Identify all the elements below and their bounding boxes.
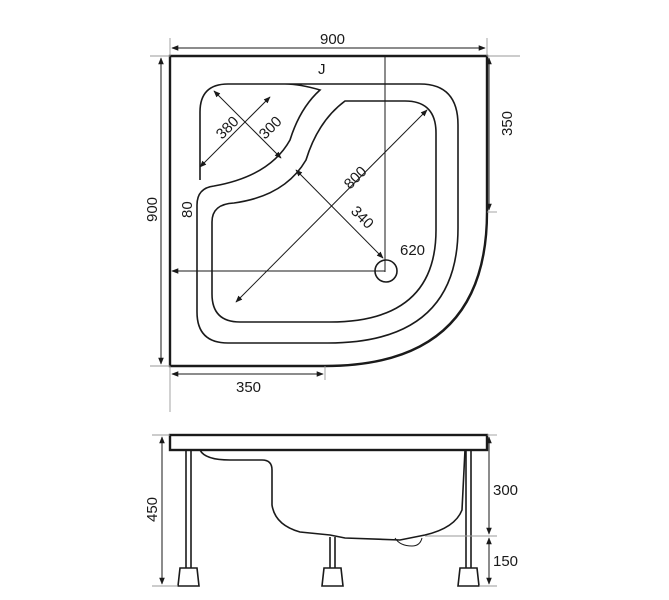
- side-view: 450 300 150: [144, 433, 518, 587]
- total-height-label: 450: [144, 497, 161, 522]
- width-label: 900: [320, 31, 345, 48]
- height-label: 900: [144, 197, 161, 222]
- tray-bottom-bump: [394, 537, 423, 547]
- bottom-leg-label: 350: [236, 379, 261, 396]
- leg-left: [177, 450, 200, 587]
- tray-body-profile: [199, 449, 466, 541]
- inner-diagonal-line: [295, 169, 384, 259]
- inner-diagonal-label: 340: [347, 203, 377, 233]
- tub-rim-edge: [196, 83, 459, 344]
- drain-label: 620: [400, 242, 425, 259]
- right-leg-label: 350: [499, 111, 516, 136]
- seat-outer-label: 380: [213, 113, 243, 143]
- tray-rim: [168, 433, 489, 452]
- seat-inner-label: 300: [256, 113, 286, 143]
- leg-height-label: 150: [493, 553, 518, 570]
- tray-depth-label: 300: [493, 482, 518, 499]
- leg-center: [321, 537, 344, 587]
- corner-mark: J: [318, 61, 326, 78]
- seat-inner-dimension-line: [213, 90, 282, 159]
- tub-outer-outline: [168, 54, 489, 368]
- plan-view: 900 900 350 350 800 340 620 380 300: [144, 31, 520, 412]
- rim-label: 80: [179, 201, 196, 218]
- leg-right: [457, 450, 480, 587]
- diagonal-label: 800: [341, 163, 371, 193]
